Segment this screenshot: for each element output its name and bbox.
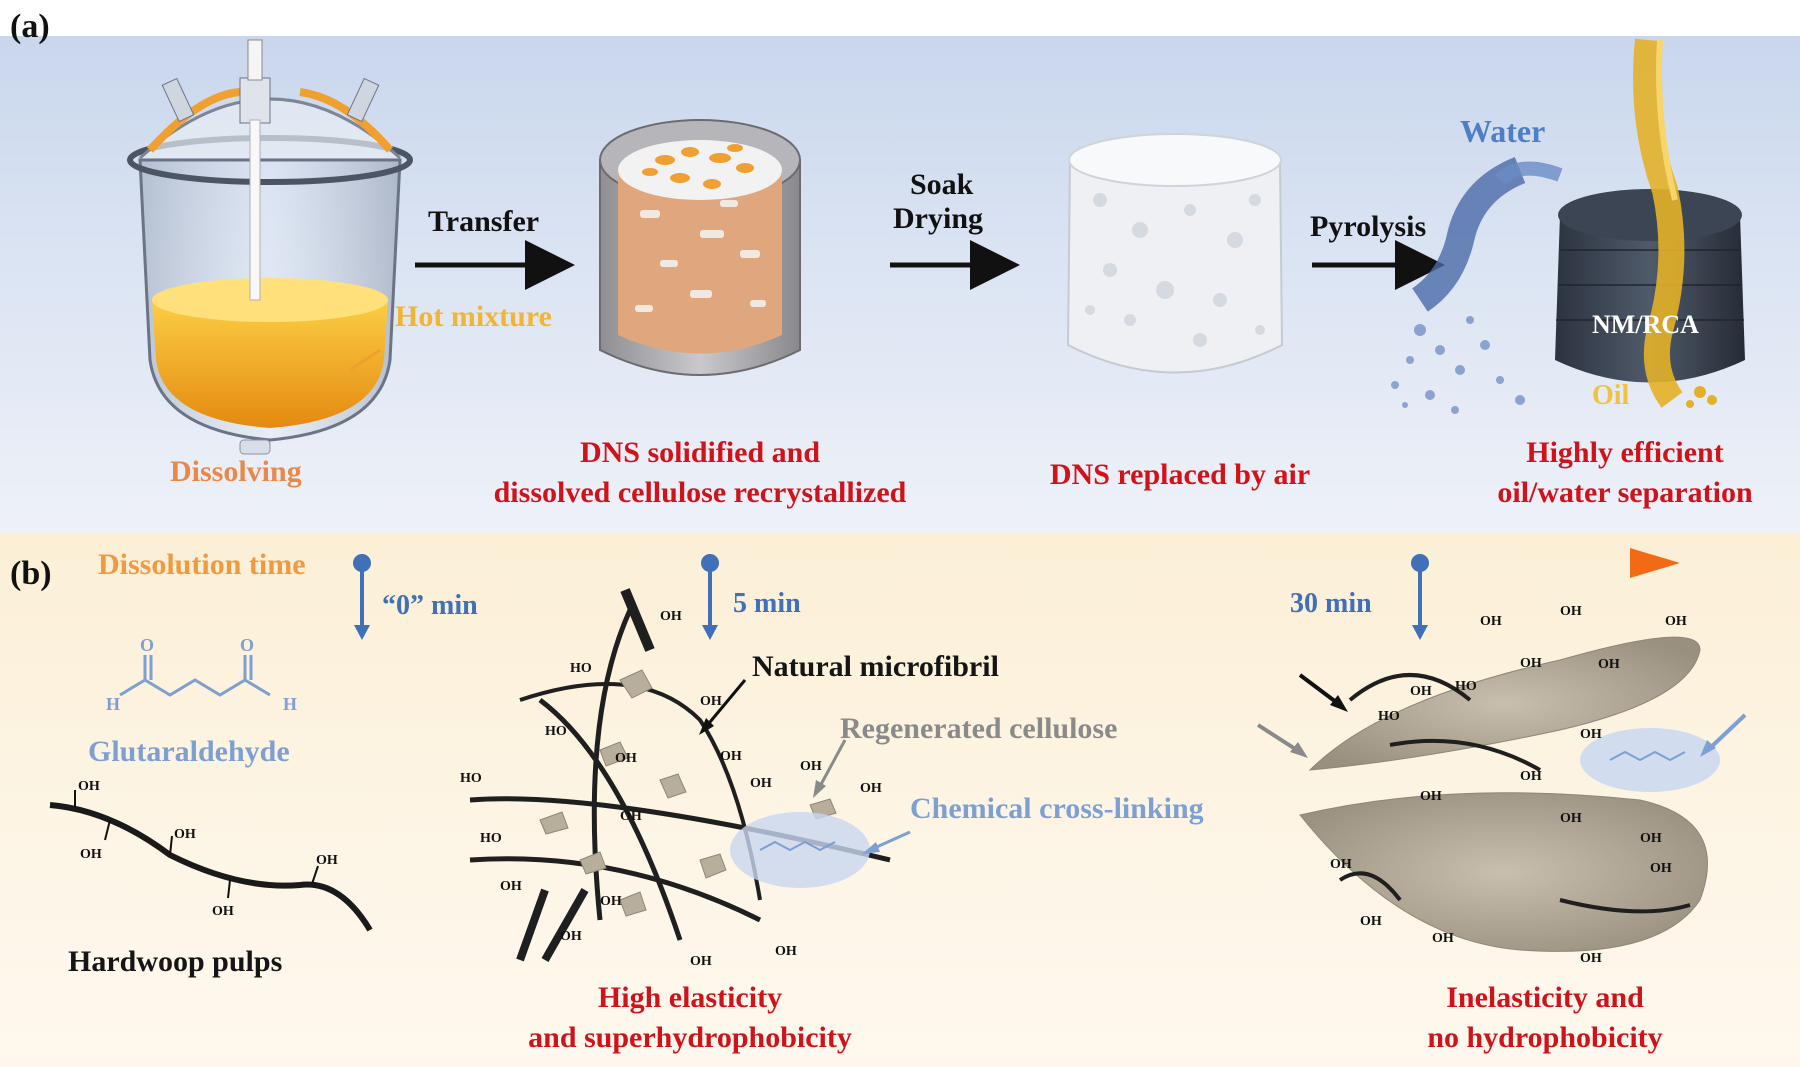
oil-label: Oil — [1592, 380, 1630, 411]
svg-text:O: O — [140, 635, 154, 655]
svg-text:OH: OH — [800, 759, 822, 774]
water-label: Water — [1460, 113, 1546, 149]
time-0-label: “0” min — [382, 590, 478, 621]
right-pointer-arrows — [1256, 673, 1747, 758]
glutaraldehyde-structure — [119, 655, 271, 697]
hardwood-pulps-label: Hardwoop pulps — [68, 945, 283, 978]
caption-inelasticity: Inelasticity and no hydrophobicity — [1380, 978, 1710, 1058]
middle-pointer-arrows — [699, 679, 911, 854]
microfibril-network — [469, 588, 891, 962]
svg-text:OH: OH — [212, 904, 234, 919]
regenerated-blobs — [1299, 636, 1720, 952]
svg-text:OH: OH — [720, 749, 742, 764]
svg-text:OH: OH — [78, 779, 100, 794]
svg-text:HO: HO — [1378, 709, 1400, 724]
dissolving-label: Dissolving — [170, 455, 302, 488]
svg-text:OH: OH — [1665, 614, 1687, 629]
caption-solidified-line1: DNS solidified and — [579, 436, 821, 469]
panel-a-tag: (a) — [10, 8, 50, 45]
right-oh-labels: OH OH OH OH HO OH OH HO OH OH OH OH OH O… — [1330, 604, 1687, 966]
svg-text:HO: HO — [570, 661, 592, 676]
svg-text:OH: OH — [600, 894, 622, 909]
natural-microfibril-label: Natural microfibril — [752, 650, 999, 683]
svg-text:OH: OH — [1360, 914, 1382, 929]
svg-text:OH: OH — [1580, 951, 1602, 966]
caption-solidified: DNS solidified and dissolved cellulose r… — [450, 433, 950, 513]
soak-label: Soak — [910, 168, 974, 201]
svg-text:OH: OH — [1580, 727, 1602, 742]
svg-text:OH: OH — [1520, 656, 1542, 671]
svg-text:OH: OH — [1330, 857, 1352, 872]
svg-text:OH: OH — [860, 781, 882, 796]
caption-inelasticity-line2: no hydrophobicity — [1427, 1021, 1663, 1054]
svg-text:OH: OH — [1420, 789, 1442, 804]
svg-text:OH: OH — [1560, 811, 1582, 826]
mold-cylinder-icon — [599, 119, 801, 376]
drying-label: Drying — [893, 202, 983, 235]
svg-text:OH: OH — [700, 694, 722, 709]
caption-separation-line1: Highly efficient — [1526, 436, 1724, 469]
caption-replaced-by-air: DNS replaced by air — [1049, 458, 1311, 491]
svg-text:OH: OH — [1560, 604, 1582, 619]
time-marker-30 — [1411, 554, 1429, 640]
svg-text:OH: OH — [620, 809, 642, 824]
glutaraldehyde-label: Glutaraldehyde — [88, 735, 290, 768]
caption-separation: Highly efficient oil/water separation — [1475, 433, 1775, 513]
hot-mixture-label: Hot mixture — [395, 300, 552, 333]
white-aerogel-icon — [1066, 133, 1284, 374]
svg-text:HO: HO — [1455, 679, 1477, 694]
svg-text:OH: OH — [1432, 931, 1454, 946]
time-30-label: 30 min — [1290, 588, 1372, 619]
dissolution-time-label: Dissolution time — [98, 548, 306, 581]
svg-text:OH: OH — [316, 853, 338, 868]
svg-text:HO: HO — [545, 724, 567, 739]
time-marker-5 — [701, 554, 719, 640]
regenerated-cellulose-label: Regenerated cellulose — [840, 712, 1118, 745]
reaction-vessel-icon — [127, 39, 413, 455]
pyrolysis-label: Pyrolysis — [1310, 210, 1427, 243]
nm-rca-label: NM/RCA — [1592, 310, 1699, 339]
svg-text:HO: HO — [480, 831, 502, 846]
panel-b-tag: (b) — [10, 555, 52, 592]
hardwood-fiber: OH OH OH OH OH — [49, 779, 373, 932]
svg-text:OH: OH — [1650, 861, 1672, 876]
caption-inelasticity-line1: Inelasticity and — [1446, 981, 1644, 1014]
glutaraldehyde-atoms: O O H H — [106, 635, 297, 714]
svg-text:H: H — [283, 694, 297, 714]
svg-text:OH: OH — [1520, 769, 1542, 784]
time-marker-0 — [353, 554, 371, 640]
svg-text:OH: OH — [1640, 831, 1662, 846]
svg-text:OH: OH — [690, 954, 712, 969]
caption-high-elasticity-line1: High elasticity — [597, 981, 783, 1014]
dissolution-timeline — [355, 548, 1680, 578]
svg-text:OH: OH — [560, 929, 582, 944]
svg-text:H: H — [106, 694, 120, 714]
caption-solidified-line2: dissolved cellulose recrystallized — [493, 476, 907, 509]
svg-text:OH: OH — [1410, 684, 1432, 699]
svg-text:HO: HO — [460, 771, 482, 786]
svg-text:OH: OH — [80, 847, 102, 862]
chemical-crosslinking-label: Chemical cross-linking — [910, 792, 1204, 825]
svg-text:OH: OH — [615, 751, 637, 766]
caption-high-elasticity: High elasticity and superhydrophobicity — [490, 978, 890, 1058]
svg-text:OH: OH — [174, 827, 196, 842]
svg-text:OH: OH — [750, 776, 772, 791]
caption-separation-line2: oil/water separation — [1497, 476, 1753, 509]
svg-text:OH: OH — [500, 879, 522, 894]
caption-high-elasticity-line2: and superhydrophobicity — [528, 1021, 852, 1054]
svg-text:OH: OH — [1480, 614, 1502, 629]
svg-text:OH: OH — [1598, 657, 1620, 672]
svg-text:OH: OH — [660, 609, 682, 624]
time-5-label: 5 min — [733, 588, 801, 619]
svg-text:O: O — [240, 635, 254, 655]
middle-oh-labels: OH HO OH HO OH OH HO OH OH OH HO OH OH O… — [460, 609, 882, 969]
svg-text:OH: OH — [775, 944, 797, 959]
transfer-label: Transfer — [428, 205, 540, 238]
carbon-aerogel-separation-icon — [1391, 38, 1745, 414]
